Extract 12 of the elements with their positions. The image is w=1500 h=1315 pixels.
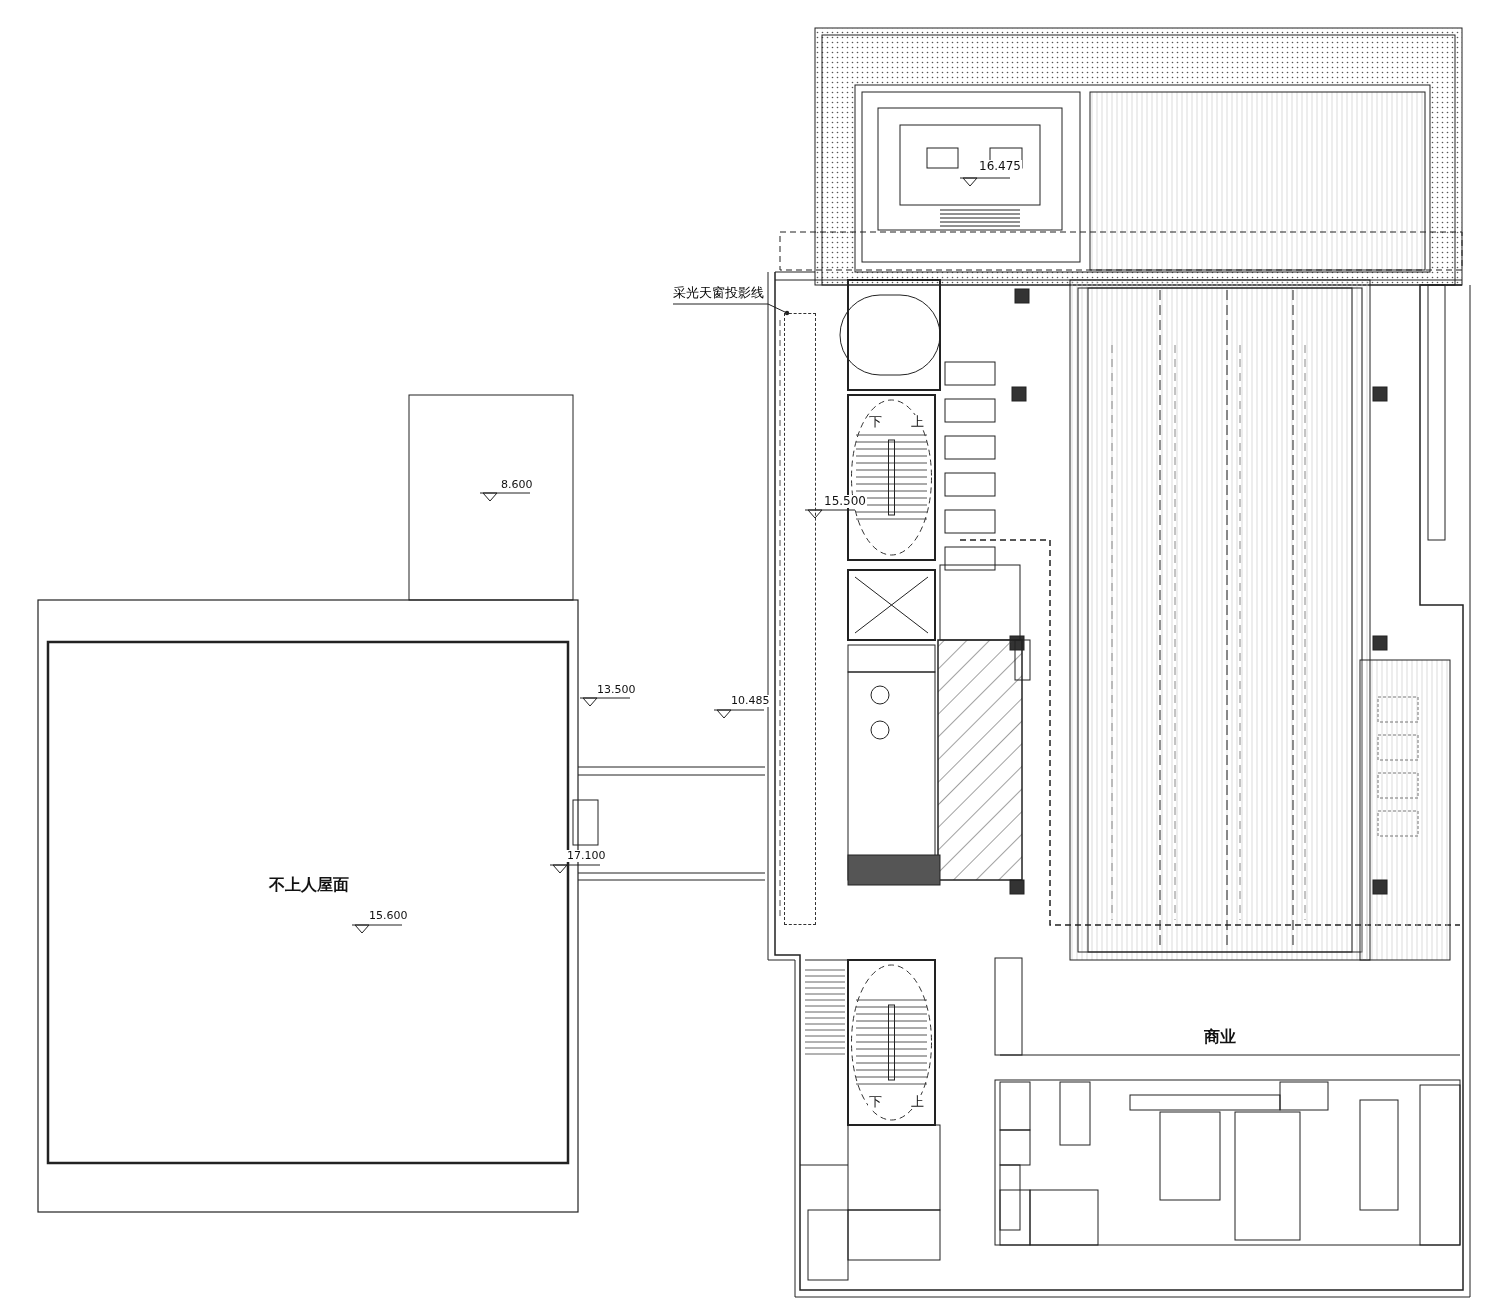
elevation-value: 15.500	[823, 495, 867, 509]
leader-line	[672, 303, 790, 316]
stair-direction: 下	[868, 415, 883, 430]
skylight-outline	[784, 313, 816, 925]
elevation-value: 10.485	[730, 695, 771, 708]
roof-label: 不上人屋面	[268, 876, 350, 894]
stair-direction: 上	[910, 1095, 925, 1110]
callout-label: 采光天窗投影线	[673, 284, 764, 302]
stair-direction: 下	[868, 1095, 883, 1110]
elevation-value: 17.100	[566, 850, 607, 863]
area-label: 商业	[1203, 1028, 1237, 1046]
stair-direction: 上	[910, 415, 925, 430]
